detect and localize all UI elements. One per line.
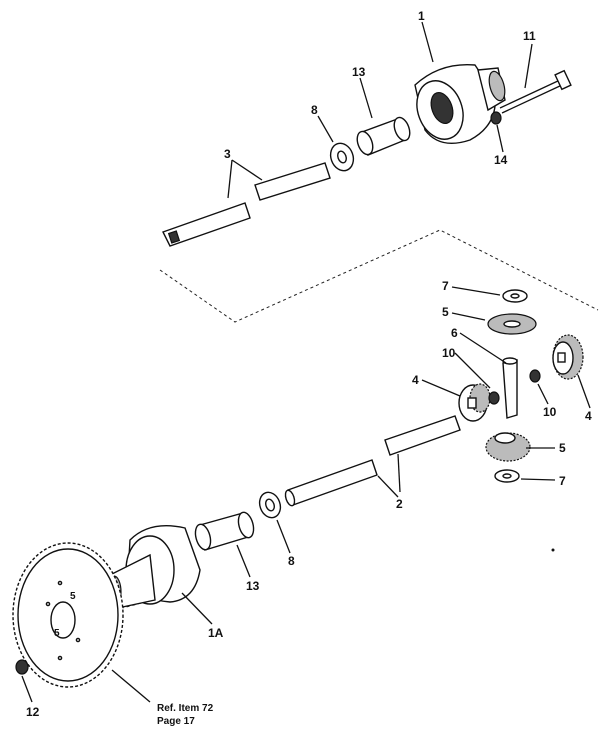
housing-part-1 (414, 63, 506, 144)
nut-part-10-right (529, 369, 541, 383)
bevel-gear-part-5 (485, 432, 531, 462)
bevel-gear-part-4-right (552, 334, 584, 380)
assembly-dashed-line (159, 229, 599, 323)
reference-note-line1: Ref. Item 72 (157, 703, 214, 714)
label-sprocket-5a: 5 (70, 591, 76, 602)
label-part-13-top: 13 (352, 65, 366, 79)
label-part-5-top: 5 (442, 305, 449, 319)
bevel-gear-part-4-left (458, 383, 491, 422)
stray-dot (551, 548, 555, 552)
bolt-part-11 (499, 69, 572, 114)
label-part-2: 2 (396, 497, 403, 511)
label-part-11: 11 (523, 29, 536, 43)
label-part-10-right: 10 (543, 405, 557, 419)
label-part-10-left: 10 (442, 346, 456, 360)
label-part-13-bottom: 13 (246, 579, 260, 593)
reference-note-line2: Page 17 (157, 716, 195, 727)
pin-part-6 (502, 359, 518, 419)
label-part-1: 1 (418, 9, 425, 23)
label-part-5-bottom: 5 (559, 441, 566, 455)
nut-part-10-left (488, 391, 500, 405)
label-part-8-bottom: 8 (288, 554, 295, 568)
washer-part-7-top-hole (510, 293, 520, 299)
sleeve-part-13-bottom (194, 511, 255, 551)
label-part-4-right: 4 (585, 409, 592, 423)
label-part-3: 3 (224, 147, 231, 161)
leader-lines (21, 21, 591, 703)
label-part-7-bottom: 7 (559, 474, 566, 488)
label-part-1A: 1A (208, 626, 224, 640)
label-part-12: 12 (26, 705, 40, 719)
label-part-6: 6 (451, 326, 458, 340)
label-part-7-top: 7 (442, 279, 449, 293)
label-part-8-top: 8 (311, 103, 318, 117)
label-part-4-left: 4 (412, 373, 419, 387)
axle-part-3 (162, 162, 331, 247)
washer-part-8-top (329, 142, 355, 172)
nut-part-12 (15, 659, 29, 675)
label-sprocket-5b: 5 (54, 628, 60, 639)
washer-part-5-top-hole (503, 320, 521, 328)
sleeve-part-13-top (356, 116, 411, 156)
axle-part-2 (284, 415, 461, 507)
label-part-14: 14 (494, 153, 508, 167)
sprocket-gear (12, 542, 124, 688)
nut-part-14 (490, 111, 502, 125)
